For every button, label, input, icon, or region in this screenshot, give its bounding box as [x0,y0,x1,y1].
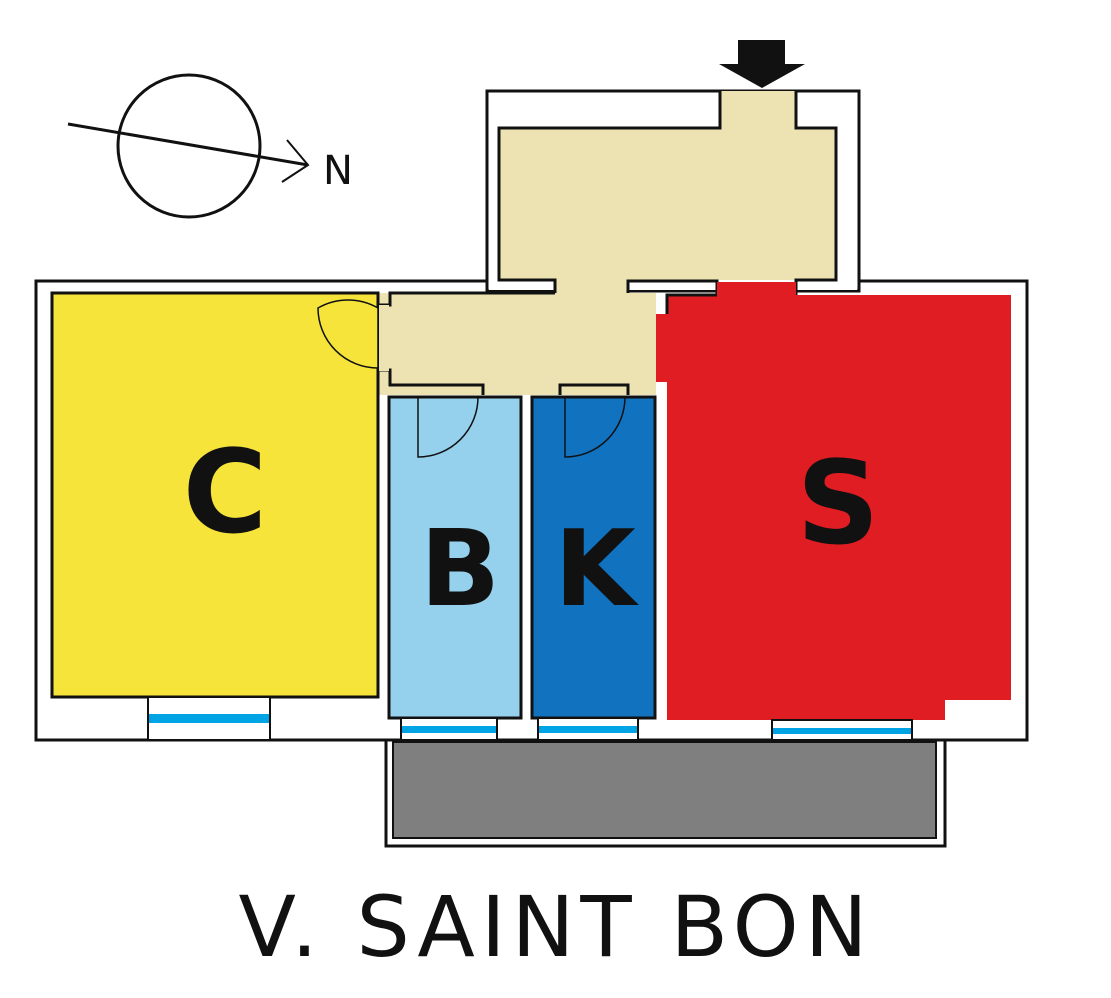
room-k-label: K [554,508,639,630]
compass-icon [67,73,310,219]
room-c-label: C [183,426,267,560]
balcony [392,741,937,839]
room-c [50,291,380,699]
door-opening [379,305,389,371]
room-s [656,282,1011,720]
plan-title: V. SAINT BON [238,878,873,976]
room-s-label: S [797,437,880,571]
entrance-arrow-icon [719,40,805,88]
door-b-icon [417,396,479,458]
room-b [387,395,523,720]
room-b-label: B [420,508,500,630]
door-k-icon [564,396,626,458]
window-glass [149,714,911,734]
room-s-walls [665,293,717,314]
door-c-icon [317,299,379,369]
hallway [378,91,836,395]
compass-north-label: N [323,148,353,194]
